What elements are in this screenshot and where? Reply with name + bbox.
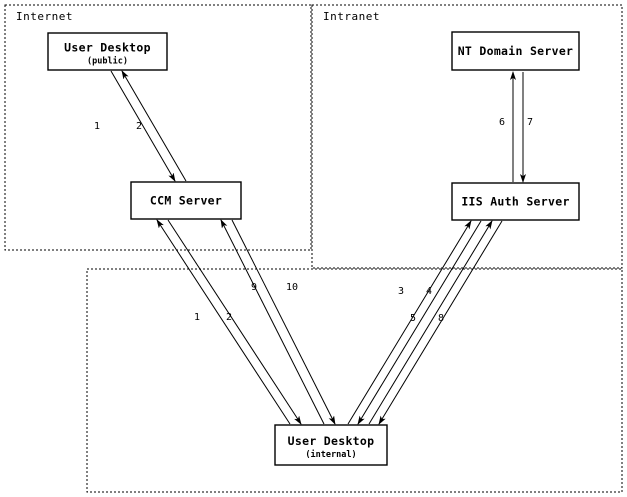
flow-label-edge-6: 6 bbox=[499, 117, 505, 128]
zone-boundaries: Internet Intranet bbox=[4, 4, 623, 493]
node-nt-domain-server[interactable]: NT Domain Server bbox=[451, 31, 580, 71]
flow-line-edge-8 bbox=[378, 220, 503, 425]
node-box-ccm-server[interactable] bbox=[130, 181, 242, 220]
flow-label-edge-10: 10 bbox=[286, 282, 298, 293]
node-user-desktop-internal[interactable]: User Desktop(internal) bbox=[274, 424, 388, 466]
zone-border-intranet bbox=[311, 4, 623, 269]
flow-line-edge-3 bbox=[347, 220, 472, 425]
node-title-user-desktop-internal: User Desktop bbox=[288, 434, 375, 448]
flow-line-edge-2 bbox=[121, 70, 187, 182]
flow-line-edge-5 bbox=[368, 220, 493, 425]
flow-step-labels: 1 2 6 7 1 2 9 10 3 4 5 8 bbox=[94, 117, 533, 324]
flow-label-edge-4: 4 bbox=[426, 286, 432, 297]
node-title-user-desktop-public: User Desktop bbox=[64, 41, 151, 55]
flow-label-edge-2b: 2 bbox=[226, 312, 232, 323]
flow-label-edge-3: 3 bbox=[398, 286, 404, 297]
flow-line-edge-1 bbox=[110, 70, 176, 182]
flow-line-edge-9 bbox=[220, 219, 325, 425]
flow-label-edge-1b: 1 bbox=[194, 312, 200, 323]
node-title-ccm-server: CCM Server bbox=[150, 194, 222, 208]
flow-arrows bbox=[110, 70, 526, 425]
zone-internet: Internet bbox=[4, 4, 312, 251]
node-subtitle-user-desktop-public: (public) bbox=[87, 56, 128, 67]
node-title-nt-domain-server: NT Domain Server bbox=[458, 44, 574, 58]
flow-label-edge-9: 9 bbox=[251, 282, 257, 293]
zone-border-internet bbox=[4, 4, 312, 251]
node-iis-auth-server[interactable]: IIS Auth Server bbox=[451, 182, 580, 221]
flow-label-edge-5: 5 bbox=[410, 313, 416, 324]
node-box-user-desktop-public[interactable] bbox=[47, 32, 168, 71]
zone-internal-subnet bbox=[86, 268, 623, 493]
flow-label-edge-2: 2 bbox=[136, 121, 142, 132]
flow-label-edge-1: 1 bbox=[94, 121, 100, 132]
flow-label-edge-8: 8 bbox=[438, 313, 444, 324]
node-box-user-desktop-internal[interactable] bbox=[274, 424, 388, 466]
node-user-desktop-public[interactable]: User Desktop(public) bbox=[47, 32, 168, 71]
node-box-nt-domain-server[interactable] bbox=[451, 31, 580, 71]
node-title-iis-auth-server: IIS Auth Server bbox=[461, 195, 569, 209]
flow-line-edge-1b bbox=[156, 219, 291, 425]
node-box-iis-auth-server[interactable] bbox=[451, 182, 580, 221]
zone-border-internal-subnet bbox=[86, 268, 623, 493]
zone-label-intranet: Intranet bbox=[323, 10, 380, 23]
flow-line-edge-4 bbox=[357, 220, 482, 425]
flow-line-edge-10 bbox=[231, 219, 336, 425]
node-ccm-server[interactable]: CCM Server bbox=[130, 181, 242, 220]
flow-label-edge-7: 7 bbox=[527, 117, 533, 128]
flow-line-edge-2b bbox=[167, 219, 302, 425]
zone-intranet: Intranet bbox=[311, 4, 623, 269]
node-subtitle-user-desktop-internal: (internal) bbox=[305, 449, 356, 460]
zone-label-internet: Internet bbox=[16, 10, 73, 23]
